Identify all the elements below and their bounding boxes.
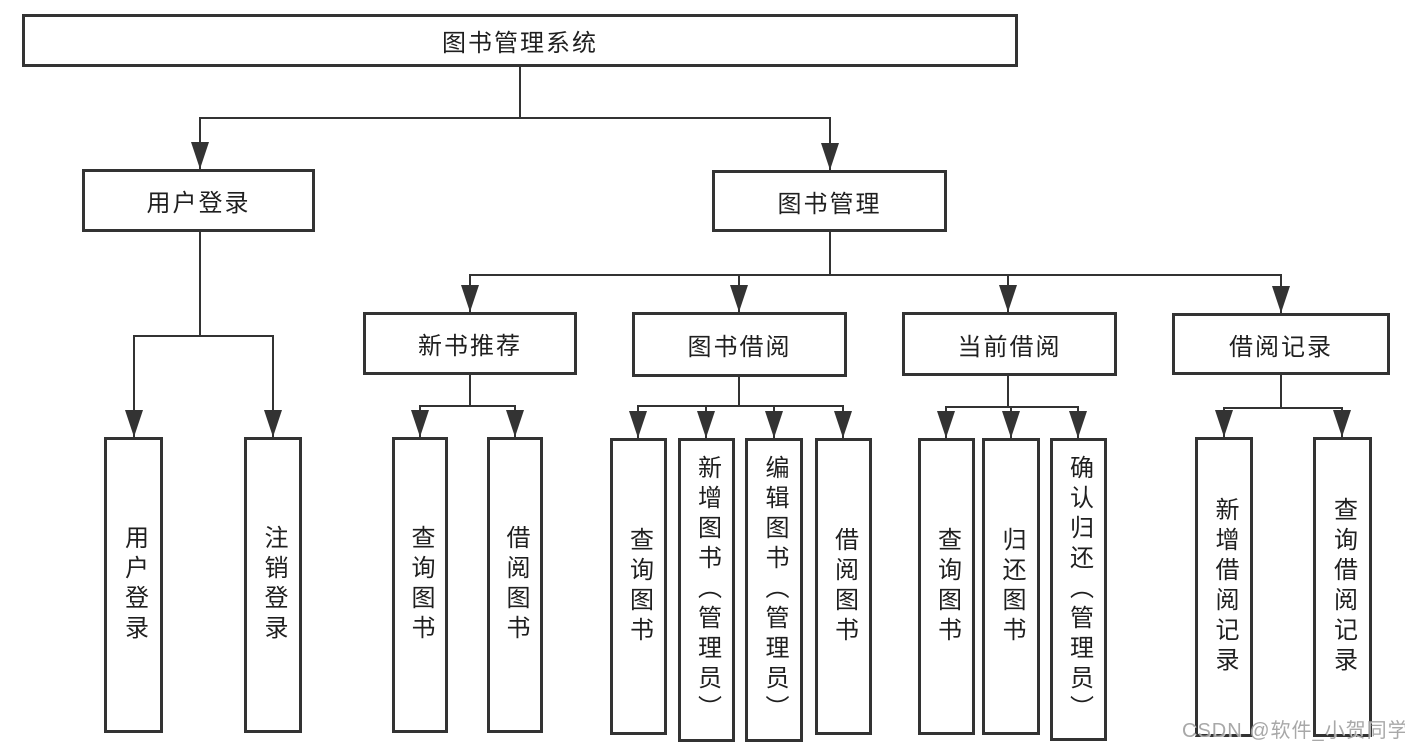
node-label: 编辑图书（管理员） [761,455,788,725]
arrow-down-icon [1272,286,1290,313]
connector-line [829,232,831,274]
connector-line [469,274,1281,276]
watermark: CSDN @软件_小贺同学 [1182,720,1405,742]
node-label: 借阅记录 [1229,333,1333,361]
leaf-borrow-books-recommend: 借阅图书 [487,437,543,733]
arrow-down-icon [461,285,479,312]
connector-line [272,335,274,437]
connector-line [1007,376,1009,406]
arrow-down-icon [821,143,839,170]
leaf-add-borrow-record: 新增借阅记录 [1195,437,1253,737]
node-user-login: 用户登录 [82,169,315,232]
connector-line [469,375,471,405]
arrow-down-icon [765,411,783,438]
connector-line [637,405,844,407]
leaf-return-book: 归还图书 [982,438,1040,735]
leaf-query-books-current: 查询图书 [918,438,975,735]
node-borrow-records: 借阅记录 [1172,313,1390,375]
node-label: 查询借阅记录 [1329,497,1357,677]
arrow-down-icon [506,410,524,437]
node-label: 新增图书（管理员） [693,455,721,725]
node-new-book-recommend: 新书推荐 [363,312,577,375]
node-label: 确认归还（管理员） [1065,454,1093,725]
node-label: 新增借阅记录 [1211,497,1238,677]
node-label: 新书推荐 [418,333,522,360]
node-label: 注销登录 [260,525,287,645]
node-label: 用户登录 [146,190,251,217]
arrow-down-icon [1215,410,1233,437]
node-label: 查询图书 [625,526,653,647]
connector-line [419,405,516,407]
arrow-down-icon [999,285,1017,312]
leaf-borrow-books: 借阅图书 [815,438,872,735]
node-label: 借阅图书 [502,525,529,645]
connector-line [133,335,274,337]
connector-line [945,406,1079,408]
arrow-down-icon [1002,411,1020,438]
leaf-logout: 注销登录 [244,437,302,733]
leaf-edit-book-admin: 编辑图书（管理员） [745,438,803,742]
leaf-query-books-recommend: 查询图书 [392,437,448,733]
connector-line [133,335,135,437]
leaf-confirm-return-admin: 确认归还（管理员） [1050,438,1107,741]
node-label: 当前借阅 [957,333,1062,361]
arrow-down-icon [730,285,748,312]
node-book-borrow: 图书借阅 [632,312,847,377]
node-label: 查询图书 [407,525,434,645]
node-root: 图书管理系统 [22,14,1018,67]
arrow-down-icon [937,411,955,438]
node-label: 查询图书 [933,526,961,647]
arrow-down-icon [834,411,852,438]
connector-line [519,67,521,117]
arrow-down-icon [1069,411,1087,438]
leaf-query-borrow-record: 查询借阅记录 [1313,437,1372,737]
connector-line [1223,407,1343,409]
node-label: 借阅图书 [830,526,858,647]
arrow-down-icon [411,410,429,437]
leaf-query-books-borrow: 查询图书 [610,438,667,735]
node-label: 图书管理系统 [442,30,598,57]
connector-line [738,377,740,405]
connector-line [199,117,831,119]
leaf-add-book-admin: 新增图书（管理员） [678,438,735,742]
node-label: 图书管理 [777,190,882,218]
arrow-down-icon [697,411,715,438]
node-book-management: 图书管理 [712,170,947,232]
node-current-borrow: 当前借阅 [902,312,1117,376]
arrow-down-icon [125,410,143,437]
leaf-user-login: 用户登录 [104,437,163,733]
connector-line [1280,375,1282,407]
node-label: 图书借阅 [687,334,792,361]
arrow-down-icon [191,142,209,169]
connector-line [199,232,201,335]
node-label: 归还图书 [998,526,1025,647]
arrow-down-icon [264,410,282,437]
arrow-down-icon [629,411,647,438]
node-label: 用户登录 [120,525,148,645]
arrow-down-icon [1333,410,1351,437]
